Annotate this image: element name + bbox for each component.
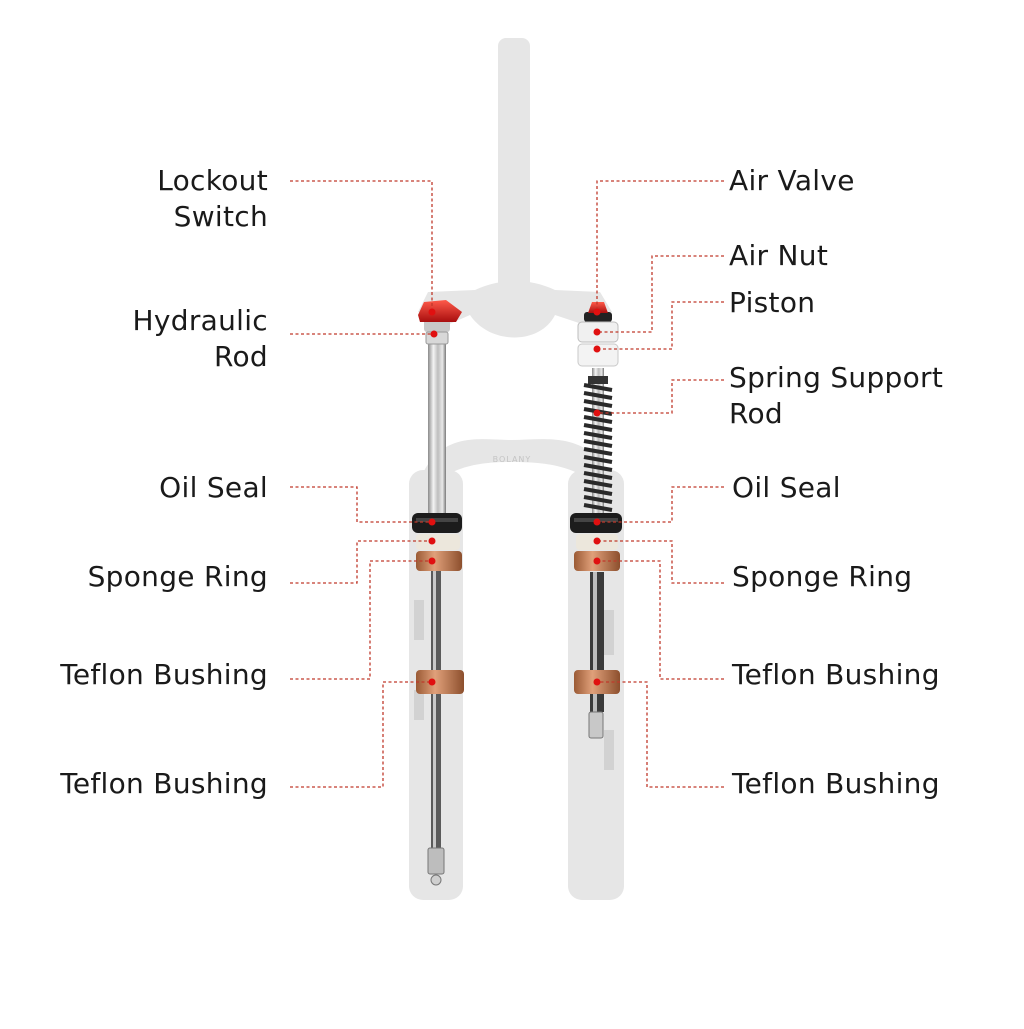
lockout-switch-knob <box>418 300 462 322</box>
label-lockout-switch-line1: Lockout <box>157 164 268 197</box>
label-spring-support-rod: Spring Support Rod <box>729 360 943 432</box>
label-left-teflon-bushing-upper: Teflon Bushing <box>60 658 268 691</box>
piston <box>577 343 619 367</box>
label-left-sponge-ring: Sponge Ring <box>87 560 268 593</box>
label-lockout-switch: Lockout Switch <box>157 163 268 235</box>
left-leader-lines <box>290 180 434 788</box>
left-sponge-ring <box>416 534 460 550</box>
label-air-valve: Air Valve <box>729 164 855 197</box>
label-air-nut: Air Nut <box>729 239 829 272</box>
steerer-tube <box>498 38 530 298</box>
right-dropout <box>575 860 609 900</box>
label-right-teflon-bushing-lower: Teflon Bushing <box>732 767 940 800</box>
label-right-sponge-ring: Sponge Ring <box>732 560 913 593</box>
left-lower-bushing <box>416 670 464 694</box>
label-right-teflon-bushing-upper: Teflon Bushing <box>732 658 940 691</box>
air-valve-cap <box>584 312 612 322</box>
label-left-teflon-bushing-lower: Teflon Bushing <box>60 767 268 800</box>
label-spring-support-rod-line1: Spring Support <box>729 361 944 394</box>
fork-crown <box>418 281 612 338</box>
left-leg-internals <box>412 300 464 886</box>
left-upper-bushing <box>416 551 462 571</box>
label-left-oil-seal: Oil Seal <box>159 471 268 504</box>
leg-decals <box>414 600 614 770</box>
label-hydraulic-rod-line2: Rod <box>213 340 268 373</box>
label-piston: Piston <box>729 286 816 319</box>
label-hydraulic-rod: Hydraulic Rod <box>133 303 268 375</box>
label-right-oil-seal: Oil Seal <box>732 471 841 504</box>
label-hydraulic-rod-line1: Hydraulic <box>132 304 268 337</box>
label-spring-support-rod-line2: Rod <box>729 397 784 430</box>
brand-decal: BOLANY <box>493 455 532 464</box>
right-leader-lines <box>596 180 724 788</box>
fork-arch <box>420 439 610 500</box>
marker-dots <box>428 308 601 686</box>
left-oil-seal <box>412 513 462 533</box>
air-valve-top <box>588 302 608 313</box>
label-lockout-switch-line2: Switch <box>173 200 268 233</box>
hydraulic-rod <box>428 340 446 520</box>
